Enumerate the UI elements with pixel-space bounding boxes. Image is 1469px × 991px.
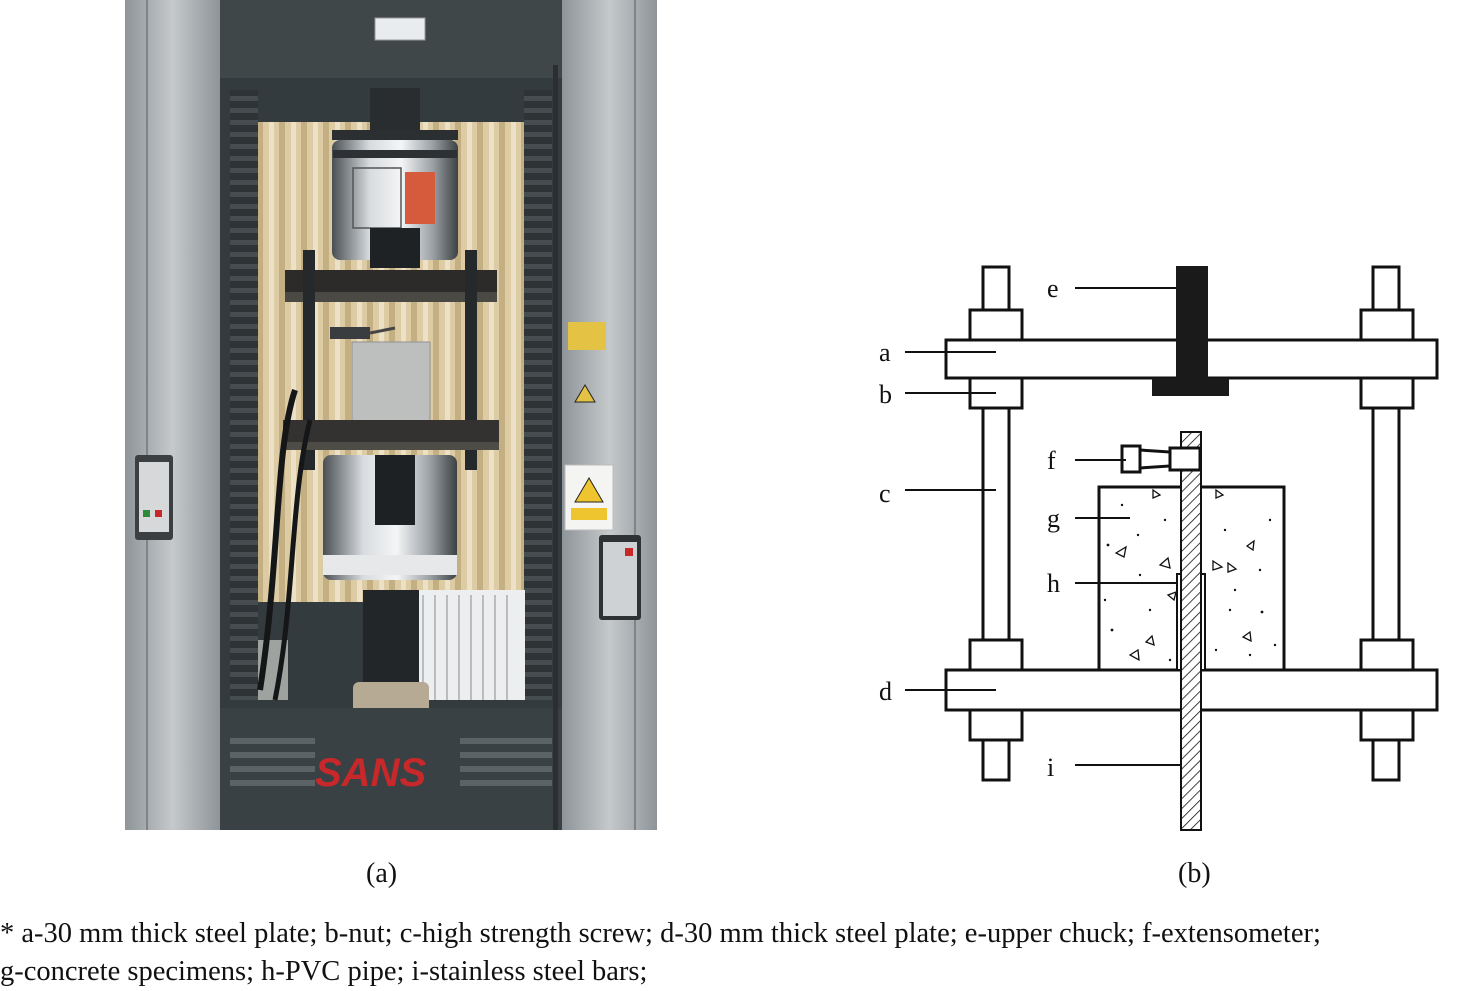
label-a: a	[879, 338, 891, 367]
legend-footnote: * a-30 mm thick steel plate; b-nut; c-hi…	[0, 918, 1321, 987]
panel-a-caption: (a)	[366, 858, 398, 889]
stainless-steel-bar	[1180, 431, 1202, 831]
nut-upper-right-top	[1359, 308, 1415, 342]
label-h: h	[1047, 569, 1060, 598]
fixture-schematic: e a b f c g h d i	[860, 250, 1460, 850]
label-g: g	[1047, 504, 1060, 533]
label-d: d	[879, 677, 892, 706]
nut-lower-right-top	[1359, 638, 1415, 672]
label-i: i	[1047, 753, 1054, 782]
label-f: f	[1047, 446, 1056, 475]
label-e: e	[1047, 274, 1059, 303]
upper-chuck-base	[1152, 378, 1229, 396]
nut-upper-left-top	[968, 308, 1024, 342]
upper-chuck	[1176, 266, 1208, 378]
extensometer	[1120, 444, 1202, 474]
label-c: c	[879, 479, 891, 508]
brand-logo: SANS	[315, 751, 426, 795]
nut-lower-left-top	[968, 638, 1024, 672]
nut-lower-left-bottom	[968, 708, 1024, 742]
nut-lower-right-bottom	[1359, 708, 1415, 742]
label-b: b	[879, 380, 892, 409]
panel-b-caption: (b)	[1178, 858, 1211, 889]
testing-machine-photo: SANS	[125, 0, 657, 830]
nut-upper-right-bottom	[1359, 376, 1415, 410]
concrete-aggregate	[1114, 488, 1255, 662]
